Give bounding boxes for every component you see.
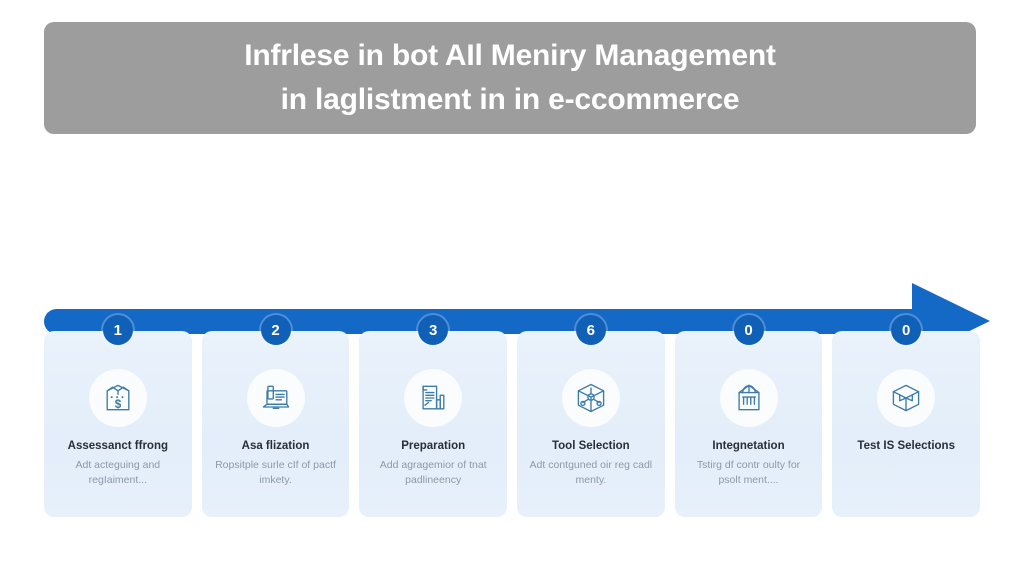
title-banner: Infrlese in bot AIl Meniry Management in…	[44, 22, 976, 134]
step-title-2: Asa flization	[241, 440, 310, 452]
shopping-bag-dollar-icon: $	[88, 369, 147, 427]
open-box-icon	[877, 369, 936, 427]
step-card-2[interactable]: 2 Asa flization Ropsitple surle cIf of p…	[201, 315, 350, 517]
step-desc-1: Adt acteguing and regIaiment...	[75, 459, 161, 486]
step-card-6[interactable]: 0 Test IS Selections	[832, 315, 981, 517]
step-title-6: Test IS Selections	[857, 440, 955, 452]
cube-network-icon	[561, 369, 620, 427]
step-title-4: Tool Selection	[551, 440, 630, 452]
step-desc-3: Add agragemior of tnat padlineency	[379, 459, 487, 486]
shopping-bag-icon	[719, 369, 778, 427]
process-steps-row: 1 $ Assessanct ffrong Adt acteguing and …	[44, 315, 981, 517]
step-badge-1: 1	[102, 315, 133, 345]
step-desc-5: Tstirg df contr oulty for psolt ment....	[696, 459, 801, 486]
document-chart-icon	[404, 369, 463, 427]
step-badge-4: 6	[575, 315, 606, 345]
step-card-1[interactable]: 1 $ Assessanct ffrong Adt acteguing and …	[44, 315, 192, 517]
laptop-document-icon	[246, 369, 305, 427]
step-title-1: Assessanct ffrong	[67, 440, 168, 452]
svg-text:$: $	[115, 398, 122, 411]
step-desc-4: Adt contguned oir reg cadl menty.	[529, 459, 653, 486]
step-desc-2: Ropsitple surle cIf of pactf imkety.	[215, 459, 336, 486]
step-badge-6: 0	[891, 315, 922, 345]
step-badge-5: 0	[733, 315, 764, 345]
step-title-5: Integnetation	[712, 440, 785, 452]
step-badge-2: 2	[260, 315, 291, 345]
step-card-3[interactable]: 3 Preparation Add agragemior of tnat pad…	[359, 315, 508, 517]
step-title-3: Preparation	[401, 440, 466, 452]
page-title-line-1: Infrlese in bot AIl Meniry Management	[244, 39, 776, 72]
step-badge-3: 3	[418, 315, 449, 345]
page-title-line-2: in laglistment in in e-ccommerce	[280, 83, 740, 116]
step-card-4[interactable]: 6 Tool Selection Adt contguned oir reg c…	[517, 315, 665, 517]
step-card-5[interactable]: 0 Integnetation Tstirg df contr oulty fo…	[674, 315, 823, 517]
